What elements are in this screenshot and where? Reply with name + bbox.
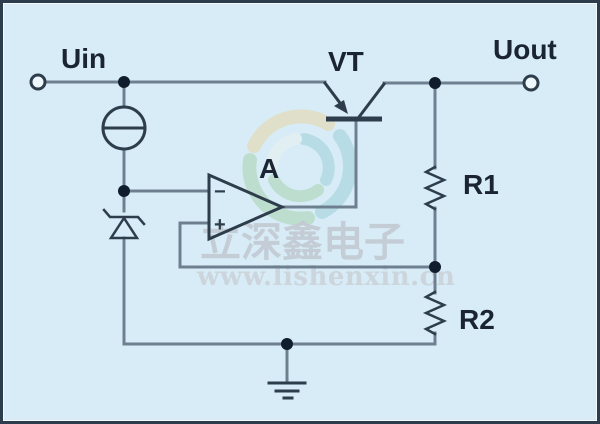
junction-dots xyxy=(118,76,441,350)
opamp-minus-sign: − xyxy=(214,181,226,203)
pnp-transistor-symbol xyxy=(322,80,387,122)
junction-feedback-node xyxy=(429,261,441,273)
junction-output-node xyxy=(429,77,441,89)
resistor-r2-symbol xyxy=(422,290,448,336)
label-uout: Uout xyxy=(493,34,557,65)
junction-ground-node xyxy=(281,338,293,350)
junction-input-node xyxy=(118,76,130,88)
opamp-symbol: − + xyxy=(207,172,286,242)
output-terminal-circle xyxy=(522,74,540,92)
current-source-symbol xyxy=(101,105,147,151)
label-r2: R2 xyxy=(459,304,495,335)
label-amplifier-a: A xyxy=(259,153,280,184)
wires xyxy=(43,80,526,384)
zener-diode-symbol xyxy=(102,208,146,240)
ground-symbol xyxy=(267,381,307,400)
opamp-plus-sign: + xyxy=(214,214,226,236)
label-r1: R1 xyxy=(463,169,499,200)
resistor-r1-symbol xyxy=(422,165,448,211)
label-uin: Uin xyxy=(61,43,107,74)
transistor-emitter-arrow-icon xyxy=(334,100,348,114)
transistor-collector-lead xyxy=(356,81,387,120)
label-vt: VT xyxy=(328,46,364,77)
junction-reference-node xyxy=(118,185,130,197)
wire-feedback-to-opamp-plus xyxy=(178,221,437,269)
input-terminal-circle xyxy=(29,73,47,91)
